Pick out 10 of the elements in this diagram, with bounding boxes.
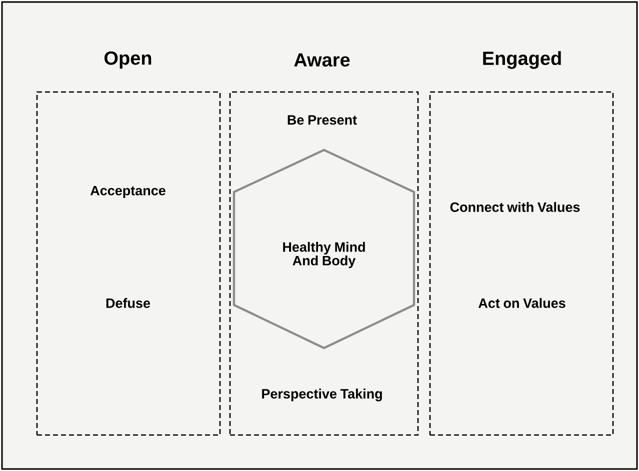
label-text: Healthy Mind And Body — [283, 242, 365, 268]
column-heading: Engaged — [483, 51, 561, 69]
label-text: Defuse — [106, 298, 150, 308]
label-text: Perspective Taking — [262, 388, 382, 402]
label-text: Connect with Values — [450, 202, 580, 212]
label-text: Be Present — [288, 115, 357, 125]
label-text: Acceptance — [90, 186, 166, 198]
column-heading: Aware — [294, 53, 350, 67]
column-heading: Open — [104, 51, 152, 69]
label-text: Act on Values — [478, 298, 566, 308]
